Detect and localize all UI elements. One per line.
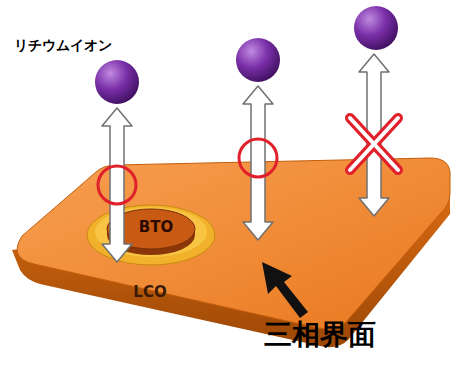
lco-slab: LCO BTO bbox=[0, 148, 457, 376]
slab-shape bbox=[0, 148, 457, 376]
ion-label: リチウムイオン bbox=[14, 38, 112, 53]
ng-mark bbox=[350, 118, 398, 170]
material-label: LCO bbox=[133, 284, 166, 301]
interface-label: 三相界面 bbox=[264, 320, 376, 351]
bto-disk: BTO bbox=[82, 196, 220, 270]
material-label: BTO bbox=[139, 219, 173, 236]
lithium-ions bbox=[95, 6, 398, 104]
